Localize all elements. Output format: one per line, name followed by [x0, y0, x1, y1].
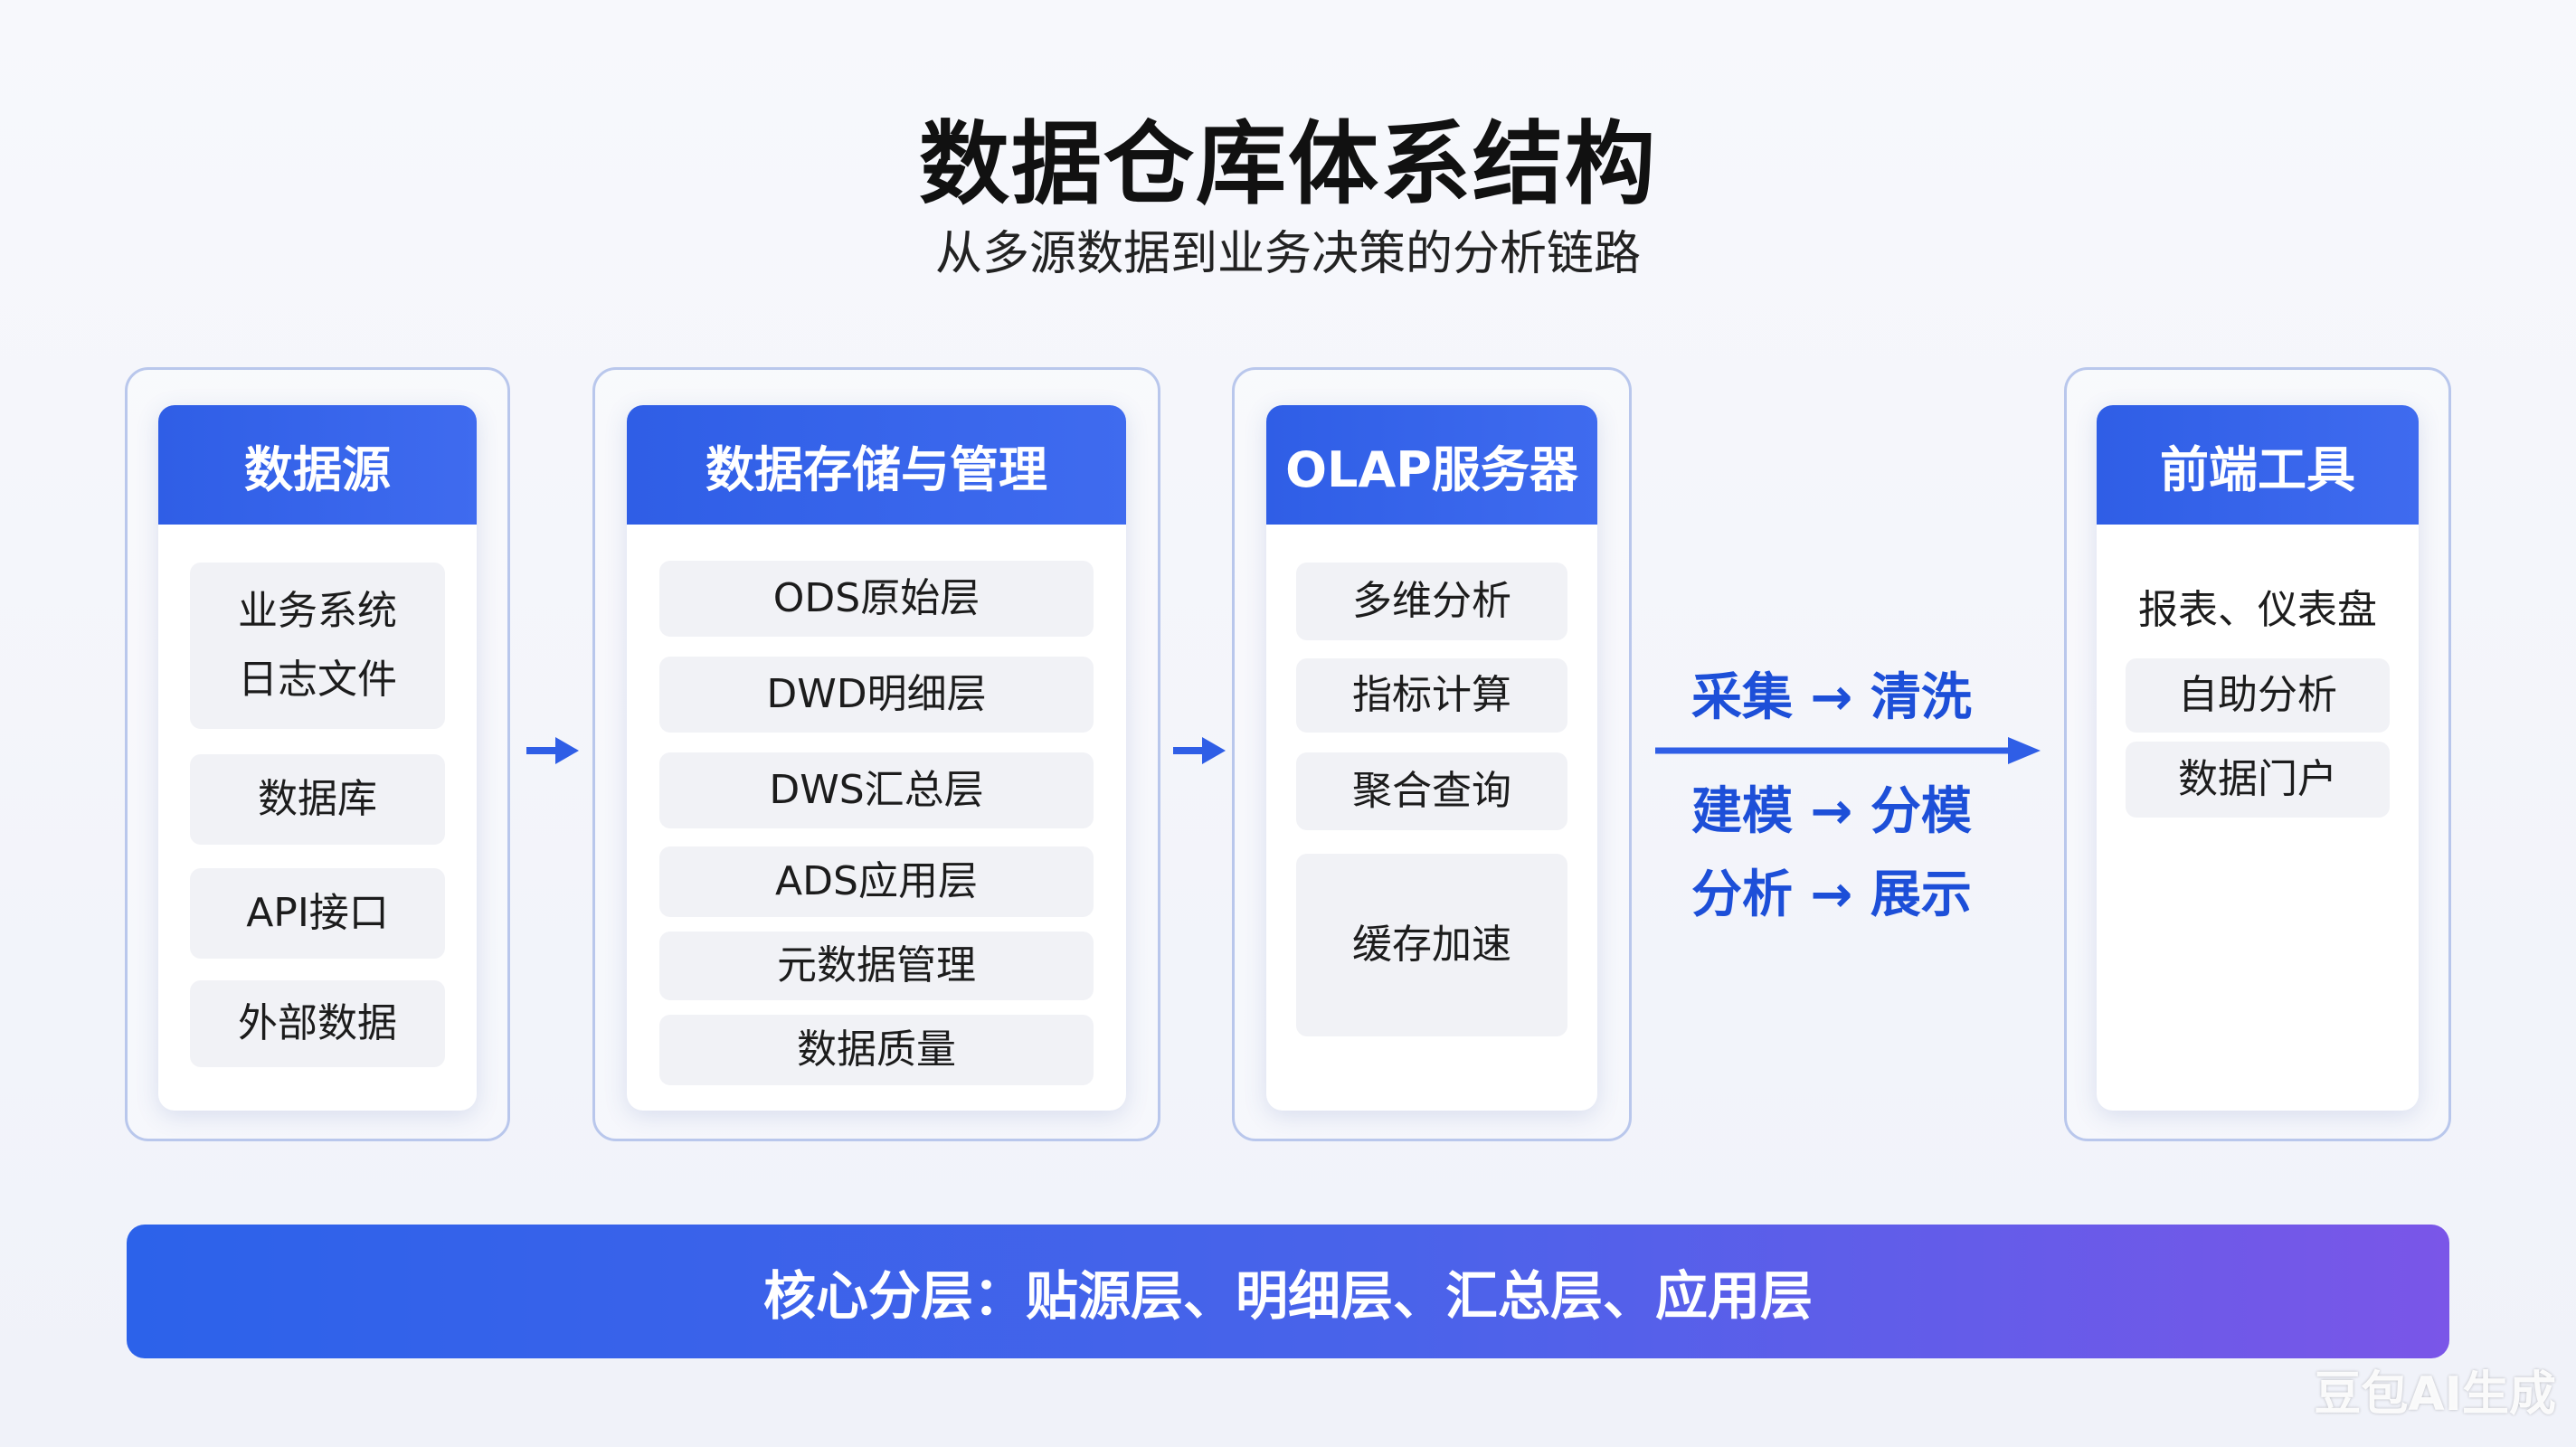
list-item: 外部数据	[190, 980, 445, 1067]
card-title-data-source: 数据源	[158, 405, 477, 525]
list-item: 数据门户	[2126, 742, 2390, 818]
list-item: 业务系统 日志文件	[190, 563, 445, 729]
item-line: 日志文件	[238, 657, 397, 703]
item-line: ODS原始层	[772, 575, 980, 621]
item-line: 指标计算	[1352, 672, 1511, 718]
arrow-right-icon	[526, 737, 579, 764]
item-line: 数据质量	[797, 1026, 956, 1073]
list-item: ADS应用层	[659, 846, 1094, 917]
item-line: DWD明细层	[766, 671, 987, 717]
item-line: 外部数据	[238, 1000, 397, 1046]
item-line: 聚合查询	[1352, 768, 1511, 814]
watermark: 豆包AI生成	[2314, 1367, 2556, 1422]
card-title-frontend: 前端工具	[2097, 405, 2419, 525]
list-item: 元数据管理	[659, 932, 1094, 1000]
item-line: 缓存加速	[1352, 922, 1511, 968]
list-item: 指标计算	[1296, 658, 1567, 733]
card-title-olap: OLAP服务器	[1266, 405, 1597, 525]
item-line: ADS应用层	[775, 858, 978, 904]
list-item: 数据库	[190, 754, 445, 845]
card-storage: 数据存储与管理 ODS原始层 DWD明细层 DWS汇总层 ADS应用层 元数据管…	[627, 405, 1126, 1111]
core-layers-banner: 核心分层：贴源层、明细层、汇总层、应用层	[127, 1225, 2449, 1358]
card-frontend: 前端工具 报表、仪表盘 自助分析 数据门户	[2097, 405, 2419, 1111]
long-arrow-right-icon	[1655, 737, 2041, 764]
flow-step-analyze-display: 分析 → 展示	[1691, 865, 1972, 924]
card-data-source: 数据源 业务系统 日志文件 数据库 API接口 外部数据	[158, 405, 477, 1111]
list-item: API接口	[190, 868, 445, 959]
flow-step-model: 建模 → 分模	[1691, 782, 1972, 841]
arrow-right-icon	[1173, 737, 1226, 764]
list-item: 报表、仪表盘	[2126, 570, 2390, 651]
list-item: DWD明细层	[659, 657, 1094, 733]
item-line: 元数据管理	[777, 942, 976, 988]
item-line: API接口	[246, 890, 389, 936]
item-line: 自助分析	[2178, 672, 2337, 718]
item-line: 报表、仪表盘	[2138, 587, 2377, 633]
list-item: 聚合查询	[1296, 752, 1567, 830]
card-title-storage: 数据存储与管理	[627, 405, 1126, 525]
item-line: DWS汇总层	[769, 767, 984, 813]
item-line: 业务系统	[238, 588, 397, 634]
flow-step-collect-clean: 采集 → 清洗	[1691, 668, 1972, 727]
item-line: 数据库	[258, 776, 377, 822]
card-olap: OLAP服务器 多维分析 指标计算 聚合查询 缓存加速	[1266, 405, 1597, 1111]
list-item: 自助分析	[2126, 658, 2390, 733]
item-line: 多维分析	[1352, 578, 1511, 624]
item-line: 数据门户	[2178, 756, 2337, 802]
list-item: 多维分析	[1296, 563, 1567, 640]
list-item: 数据质量	[659, 1015, 1094, 1085]
page-subtitle: 从多源数据到业务决策的分析链路	[934, 227, 1641, 281]
list-item: ODS原始层	[659, 561, 1094, 637]
list-item: DWS汇总层	[659, 752, 1094, 828]
list-item: 缓存加速	[1296, 854, 1567, 1036]
page-title: 数据仓库体系结构	[919, 111, 1657, 217]
